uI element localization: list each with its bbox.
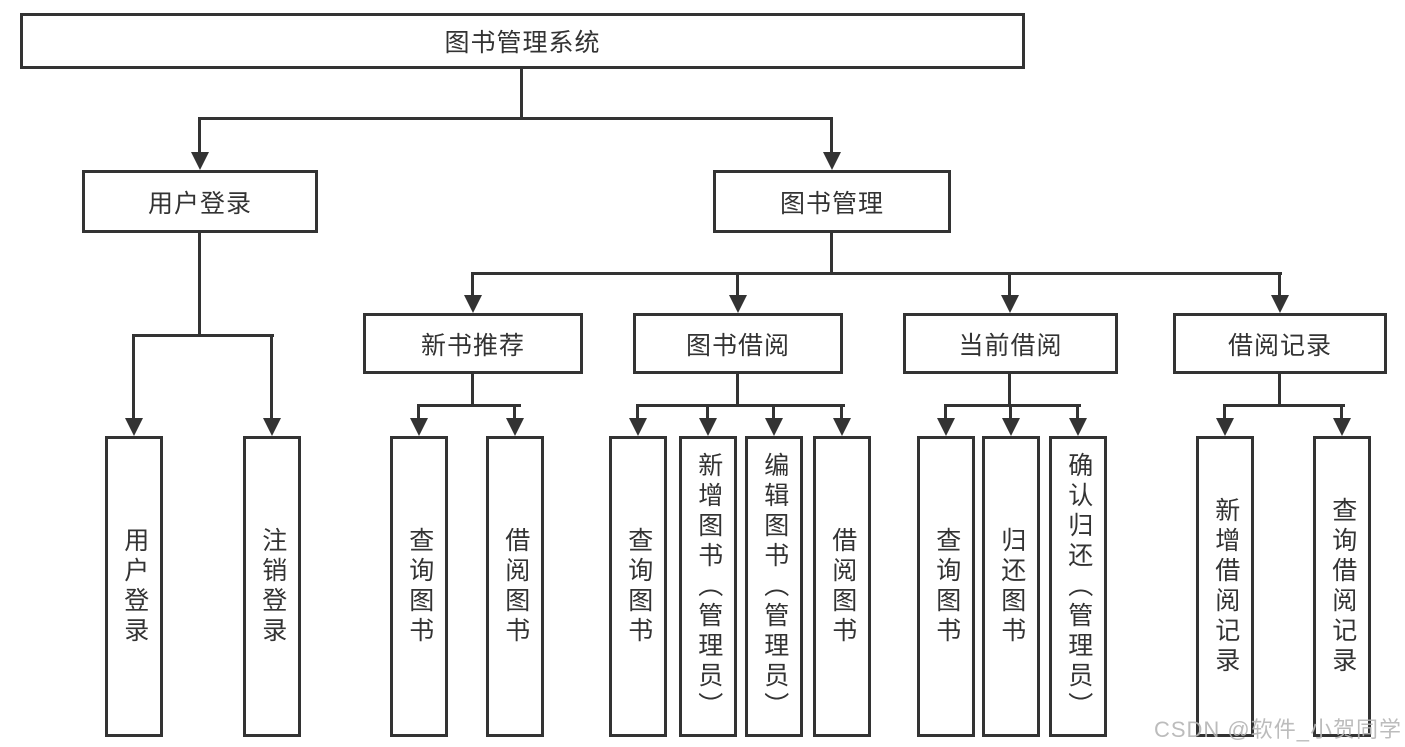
node-leaf-add-borrow-record-label: 新增借阅记录	[1211, 496, 1240, 677]
connector-line	[1278, 272, 1281, 298]
node-current-borrowing-label: 当前借阅	[958, 331, 1063, 360]
arrow-down-icon	[191, 152, 209, 170]
connector-line	[706, 404, 709, 420]
connector-line	[1278, 374, 1281, 406]
arrow-down-icon	[410, 418, 428, 436]
node-leaf-query-borrow-record-label: 查询借阅记录	[1328, 496, 1357, 677]
connector-line	[636, 404, 639, 420]
connector-line	[840, 404, 843, 420]
node-leaf-query-books-recommend: 查询图书	[390, 436, 448, 737]
node-book-management: 图书管理	[713, 170, 951, 233]
arrow-down-icon	[1216, 418, 1234, 436]
node-leaf-query-books-recommend-label: 查询图书	[405, 526, 434, 647]
arrow-down-icon	[1333, 418, 1351, 436]
watermark: CSDN @软件_小贺同学	[1153, 717, 1402, 742]
arrow-down-icon	[506, 418, 524, 436]
node-leaf-logout: 注销登录	[243, 436, 301, 737]
connector-line	[132, 334, 135, 421]
connector-line	[1340, 404, 1343, 420]
node-leaf-edit-books: 编辑图书（管理员）	[745, 436, 803, 737]
connector-line	[417, 404, 420, 420]
node-new-book-recommend-label: 新书推荐	[420, 331, 525, 360]
connector-line	[513, 404, 516, 420]
arrow-down-icon	[823, 152, 841, 170]
node-borrowing-records: 借阅记录	[1173, 313, 1387, 374]
node-leaf-add-books: 新增图书（管理员）	[679, 436, 737, 737]
connector-line	[1008, 374, 1011, 406]
connector-line	[198, 117, 201, 153]
arrow-down-icon	[765, 418, 783, 436]
node-leaf-confirm-return: 确认归还（管理员）	[1049, 436, 1107, 737]
node-leaf-query-borrow-record: 查询借阅记录	[1313, 436, 1371, 737]
connector-line	[830, 233, 833, 275]
arrow-down-icon	[1069, 418, 1087, 436]
connector-line	[1009, 404, 1012, 420]
connector-line	[471, 374, 474, 406]
node-leaf-return-books-label: 归还图书	[997, 526, 1026, 647]
node-leaf-query-books-current-label: 查询图书	[932, 526, 961, 647]
connector-line	[1008, 272, 1011, 298]
connector-line	[736, 272, 739, 298]
arrow-down-icon	[699, 418, 717, 436]
arrow-down-icon	[1002, 418, 1020, 436]
node-root: 图书管理系统	[20, 13, 1025, 69]
arrow-down-icon	[125, 418, 143, 436]
connector-line	[944, 404, 1081, 407]
connector-line	[417, 404, 521, 407]
node-user-login: 用户登录	[82, 170, 318, 233]
arrow-down-icon	[1271, 295, 1289, 313]
node-borrowing-records-label: 借阅记录	[1227, 331, 1332, 360]
node-leaf-query-books-current: 查询图书	[917, 436, 975, 737]
connector-line	[471, 272, 474, 298]
connector-line	[270, 334, 273, 421]
node-leaf-add-borrow-record: 新增借阅记录	[1196, 436, 1254, 737]
arrow-down-icon	[464, 295, 482, 313]
node-leaf-user-login: 用户登录	[105, 436, 163, 737]
connector-line	[132, 334, 274, 337]
node-current-borrowing: 当前借阅	[903, 313, 1118, 374]
connector-line	[1076, 404, 1079, 420]
connector-line	[636, 404, 845, 407]
node-leaf-borrow-books-borrow-label: 借阅图书	[828, 526, 857, 647]
connector-line	[1223, 404, 1226, 420]
connector-line	[772, 404, 775, 420]
node-leaf-borrow-books-recommend: 借阅图书	[486, 436, 544, 737]
node-leaf-return-books: 归还图书	[982, 436, 1040, 737]
node-root-label: 图书管理系统	[444, 29, 601, 57]
connector-line	[520, 69, 523, 119]
node-leaf-add-books-label: 新增图书（管理员）	[694, 451, 723, 722]
arrow-down-icon	[263, 418, 281, 436]
node-book-borrowing: 图书借阅	[633, 313, 843, 374]
connector-line	[198, 117, 833, 120]
arrow-down-icon	[833, 418, 851, 436]
node-leaf-user-login-label: 用户登录	[120, 526, 149, 647]
node-leaf-edit-books-label: 编辑图书（管理员）	[760, 451, 789, 722]
node-leaf-logout-label: 注销登录	[258, 526, 287, 647]
arrow-down-icon	[1001, 295, 1019, 313]
node-book-borrowing-label: 图书借阅	[685, 331, 790, 360]
node-user-login-label: 用户登录	[147, 189, 252, 218]
arrow-down-icon	[629, 418, 647, 436]
node-leaf-query-books-borrow: 查询图书	[609, 436, 667, 737]
node-leaf-confirm-return-label: 确认归还（管理员）	[1064, 451, 1093, 722]
connector-line	[736, 374, 739, 406]
arrow-down-icon	[729, 295, 747, 313]
connector-line	[1223, 404, 1345, 407]
node-leaf-query-books-borrow-label: 查询图书	[624, 526, 653, 647]
connector-line	[830, 117, 833, 153]
connector-line	[944, 404, 947, 420]
node-book-management-label: 图书管理	[779, 189, 884, 218]
connector-line	[198, 233, 201, 336]
node-leaf-borrow-books-recommend-label: 借阅图书	[501, 526, 530, 647]
arrow-down-icon	[937, 418, 955, 436]
connector-line	[471, 272, 1282, 275]
node-new-book-recommend: 新书推荐	[363, 313, 583, 374]
node-leaf-borrow-books-borrow: 借阅图书	[813, 436, 871, 737]
